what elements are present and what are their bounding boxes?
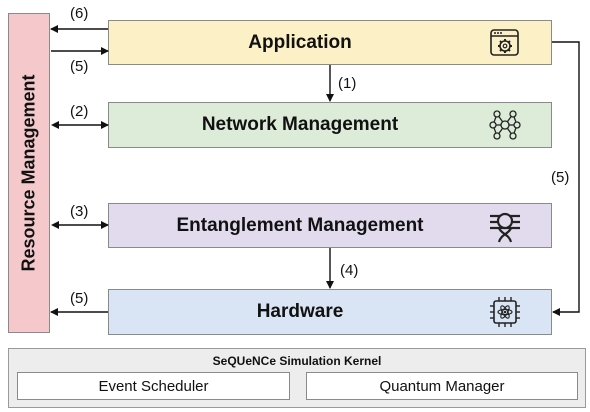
edge-label-5-right: (5)	[551, 169, 570, 186]
entanglement-management-label: Entanglement Management	[176, 214, 424, 236]
resource-management-box: Resource Management	[8, 13, 50, 333]
edge-label-3: (3)	[70, 203, 89, 220]
quantum-chip-icon	[490, 297, 520, 327]
hardware-layer: Hardware	[108, 289, 552, 335]
entanglement-management-layer: Entanglement Management	[108, 203, 552, 248]
application-settings-icon	[490, 28, 519, 56]
edge-label-5-app: (5)	[70, 58, 89, 75]
arrowhead-3-left	[51, 221, 59, 229]
simulation-kernel-title: SeQUeNCe Simulation Kernel	[212, 354, 382, 368]
event-scheduler-box: Event Scheduler	[17, 372, 290, 400]
application-layer: Application	[108, 20, 552, 65]
simulation-kernel-box: SeQUeNCe Simulation Kernel Event Schedul…	[8, 348, 586, 408]
edge-label-6: (6)	[70, 5, 89, 22]
entanglement-icon	[490, 212, 520, 242]
application-label: Application	[248, 31, 352, 53]
quantum-manager-box: Quantum Manager	[306, 372, 578, 400]
arrow-5-right	[552, 41, 580, 316]
edge-label-1: (1)	[338, 75, 357, 92]
network-management-label: Network Management	[201, 114, 399, 135]
edge-label-5-hw: (5)	[70, 290, 89, 307]
network-management-layer: Network Management	[108, 102, 552, 148]
edge-label-4: (4)	[340, 262, 359, 279]
network-graph-icon	[489, 110, 521, 140]
arrowhead-2-left	[51, 121, 59, 129]
hardware-label: Hardware	[256, 301, 344, 322]
edge-label-2: (2)	[70, 103, 89, 120]
